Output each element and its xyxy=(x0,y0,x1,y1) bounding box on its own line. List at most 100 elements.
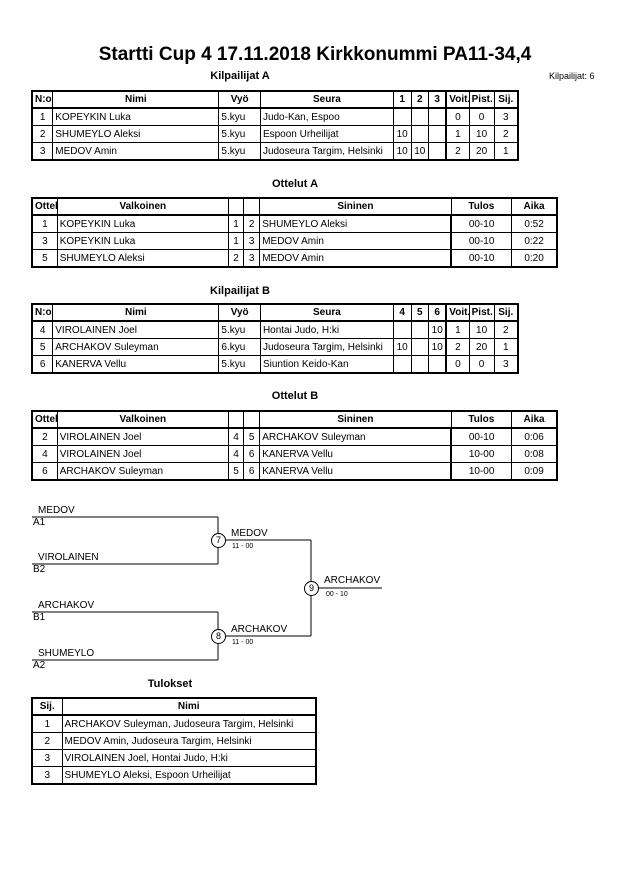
match-7-score: 11 - 00 xyxy=(232,543,254,550)
column-header: Ottelu xyxy=(31,410,58,429)
match-7-number: 7 xyxy=(211,533,226,548)
bracket-entry-2-name: VIROLAINEN xyxy=(38,552,99,563)
table-cell: 0:09 xyxy=(511,462,558,481)
bracket-entry-4-seed: A2 xyxy=(33,660,46,671)
table-cell: ARCHAKOV Suleyman, Judoseura Targim, Hel… xyxy=(61,714,317,733)
matches-a-title: Ottelut A xyxy=(271,178,319,190)
table-cell: Judoseura Targim, Helsinki xyxy=(259,338,394,356)
table-cell: 3 xyxy=(243,232,261,250)
match-8-number: 8 xyxy=(211,629,226,644)
table-cell: Judoseura Targim, Helsinki xyxy=(259,142,394,161)
table-cell: 2 xyxy=(227,249,245,268)
bracket-entry-3-seed: B1 xyxy=(33,612,46,623)
column-header: 2 xyxy=(410,90,430,109)
table-cell: 3 xyxy=(31,749,63,767)
column-header xyxy=(227,197,245,216)
table-cell: Siuntion Keido-Kan xyxy=(259,355,394,374)
table-cell: MEDOV Amin xyxy=(52,142,220,161)
table-header: OtteluValkoinenSininenTulosAika xyxy=(31,197,558,216)
table-cell: Espoon Urheilijat xyxy=(259,125,394,143)
column-header: Vyö xyxy=(218,90,261,109)
column-header: Ottelu xyxy=(31,197,58,216)
table-cell: 3 xyxy=(31,142,54,161)
column-header xyxy=(227,410,245,429)
table-cell: 0:22 xyxy=(511,232,558,250)
column-header: Sij. xyxy=(493,303,519,322)
match-8-score: 11 - 00 xyxy=(232,639,254,646)
table-cell: 2 xyxy=(445,338,470,356)
column-header: Seura xyxy=(259,303,394,322)
table-cell: 4 xyxy=(227,445,245,463)
table-cell: SHUMEYLO Aleksi, Espoon Urheilijat xyxy=(61,766,317,785)
table-cell: 1 xyxy=(493,338,519,356)
table-cell: 1 xyxy=(493,142,519,161)
table-cell: 0:08 xyxy=(511,445,558,463)
table-cell: 6 xyxy=(31,462,58,481)
competitors-count: Kilpailijat: 6 xyxy=(549,71,595,81)
page-title: Startti Cup 4 17.11.2018 Kirkkonummi PA1… xyxy=(98,44,532,65)
column-header: Nimi xyxy=(61,697,317,716)
table-cell: 0:20 xyxy=(511,249,558,268)
table-cell: 3 xyxy=(493,355,519,374)
column-header: Nimi xyxy=(52,303,220,322)
table-header: OtteluValkoinenSininenTulosAika xyxy=(31,410,558,429)
column-header: Aika xyxy=(511,410,558,429)
column-header: Sij. xyxy=(493,90,519,109)
pool-a-title: Kilpailijat A xyxy=(210,70,270,82)
match-8-winner: ARCHAKOV xyxy=(231,624,288,635)
table-cell: 3 xyxy=(31,766,63,785)
table-header: Sij.Nimi xyxy=(31,697,317,716)
table-cell: 0:52 xyxy=(511,214,558,233)
table-cell: 20 xyxy=(468,142,495,161)
table-cell: 1 xyxy=(31,714,63,733)
match-9-score: 00 - 10 xyxy=(326,591,348,598)
table-cell: 5 xyxy=(31,249,58,268)
pool-b-title: Kilpailijat B xyxy=(210,285,270,297)
column-header: Aika xyxy=(511,197,558,216)
table-cell: 10 xyxy=(468,125,495,143)
bracket-entry-1-name: MEDOV xyxy=(38,505,75,516)
table-cell: 3 xyxy=(31,232,58,250)
table-cell: SHUMEYLO Aleksi xyxy=(52,125,220,143)
table-cell: 1 xyxy=(227,232,245,250)
column-header xyxy=(243,410,261,429)
table-cell: 6 xyxy=(243,445,261,463)
results-title: Tulokset xyxy=(147,678,193,690)
table-cell: KANERVA Vellu xyxy=(259,462,452,481)
table-cell: 1 xyxy=(445,125,470,143)
bracket-entry-3-name: ARCHAKOV xyxy=(38,600,95,611)
column-header xyxy=(243,197,261,216)
match-9-number: 9 xyxy=(304,581,319,596)
table-cell: 6 xyxy=(243,462,261,481)
table-cell: 2 xyxy=(31,732,63,750)
table-cell: MEDOV Amin xyxy=(259,249,452,268)
column-header: Sininen xyxy=(259,410,452,429)
table-cell: 2 xyxy=(493,125,519,143)
table-cell: 0 xyxy=(468,355,495,374)
column-header: Nimi xyxy=(52,90,220,109)
bracket-entry-1-seed: A1 xyxy=(33,517,46,528)
matches-b-title: Ottelut B xyxy=(271,390,319,402)
table-cell: SHUMEYLO Aleksi xyxy=(56,249,229,268)
column-header: Seura xyxy=(259,90,394,109)
table-cell: KOPEYKIN Luka xyxy=(56,232,229,250)
